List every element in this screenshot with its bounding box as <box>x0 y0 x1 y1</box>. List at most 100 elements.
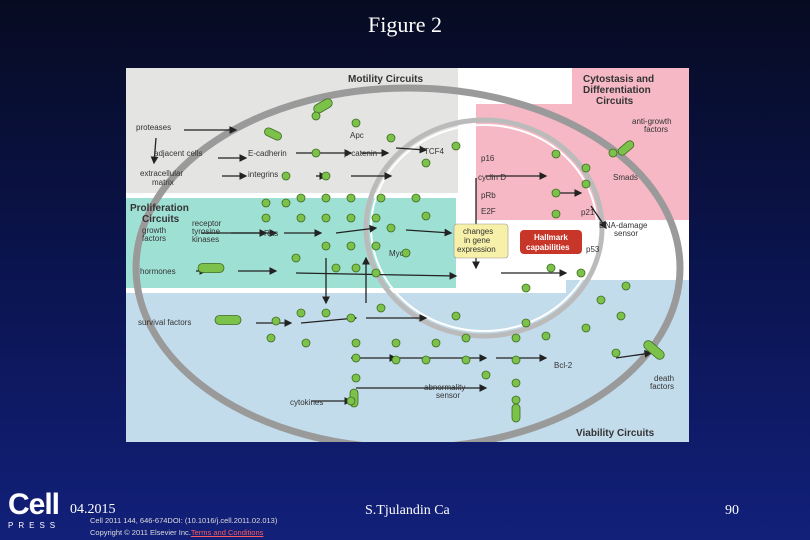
label-cyclin-d: cyclin D <box>478 173 506 182</box>
protein-node-31 <box>551 149 561 159</box>
protein-node-6 <box>386 133 396 143</box>
label-hallmark: Hallmark <box>534 233 568 242</box>
protein-node-43 <box>296 308 306 318</box>
protein-node-55 <box>616 311 626 321</box>
protein-node-3 <box>311 148 321 158</box>
protein-node-20 <box>371 213 381 223</box>
viability-circuits-title: Viability Circuits <box>576 428 655 439</box>
label-sensor: sensor <box>614 229 638 238</box>
protein-node-33 <box>608 148 618 158</box>
label-prb: pRb <box>481 191 496 200</box>
protein-node-64 <box>481 370 491 380</box>
receptor-capsule-6 <box>643 340 665 360</box>
protein-node-16 <box>261 213 271 223</box>
protein-node-8 <box>451 141 461 151</box>
cell-press-logo: Cell PRESS <box>8 488 68 531</box>
cytostasis-title-line1: Cytostasis and <box>583 74 654 85</box>
slide-date: 04.2015 <box>70 502 116 517</box>
protein-node-52 <box>461 333 471 343</box>
protein-node-65 <box>351 373 361 383</box>
protein-node-17 <box>296 213 306 223</box>
protein-node-19 <box>346 213 356 223</box>
label-expression: expression <box>457 245 496 254</box>
slide-author: S.Tjulandin Ca <box>365 503 450 518</box>
protein-node-61 <box>421 355 431 365</box>
proliferation-title-line1: Proliferation <box>130 203 189 214</box>
protein-node-66 <box>511 378 521 388</box>
protein-node-11 <box>296 193 306 203</box>
label-matrix: matrix <box>152 178 174 187</box>
protein-node-30 <box>371 268 381 278</box>
protein-node-37 <box>546 263 556 273</box>
receptor-capsule-1 <box>313 98 333 114</box>
receptor-capsule-3 <box>617 140 635 156</box>
label-kinases: kinases <box>192 235 219 244</box>
logo-cell-text: Cell <box>8 488 60 521</box>
receptor-capsule-4 <box>197 263 225 273</box>
label-capabilities: capabilities <box>526 243 570 252</box>
label-b-catenin: β-catenin <box>344 149 377 158</box>
label-tyrosine: tyrosine <box>192 227 221 236</box>
protein-node-57 <box>541 331 551 341</box>
protein-node-42 <box>271 316 281 326</box>
label-growth-factors: factors <box>142 234 166 243</box>
protein-node-48 <box>301 338 311 348</box>
label-e-cadherin: E-cadherin <box>248 149 287 158</box>
protein-node-59 <box>351 353 361 363</box>
protein-node-21 <box>421 211 431 221</box>
label-proteases: proteases <box>136 123 171 132</box>
citation-line2: Copyright © 2011 Elsevier Inc.Terms and … <box>90 527 277 539</box>
protein-node-69 <box>611 348 621 358</box>
protein-node-39 <box>621 281 631 291</box>
label-integrins: integrins <box>248 170 278 179</box>
protein-node-7 <box>421 158 431 168</box>
protein-node-46 <box>376 303 386 313</box>
proliferation-region <box>126 198 456 288</box>
label-changes: changes <box>463 227 493 236</box>
label-apc: Apc <box>350 131 364 140</box>
label-bcl2: Bcl-2 <box>554 361 573 370</box>
label-in-gene: in gene <box>464 236 491 245</box>
label-smads: Smads <box>613 173 638 182</box>
label-hormones: hormones <box>140 267 176 276</box>
protein-node-35 <box>581 179 591 189</box>
protein-node-24 <box>346 241 356 251</box>
receptor-capsule-8 <box>511 403 521 423</box>
protein-node-62 <box>461 355 471 365</box>
terms-and-conditions-link[interactable]: Terms and Conditions <box>190 528 264 537</box>
protein-node-15 <box>411 193 421 203</box>
protein-node-29 <box>401 248 411 258</box>
protein-node-67 <box>346 396 356 406</box>
protein-node-1 <box>311 111 321 121</box>
cytostasis-top-region <box>572 68 689 108</box>
protein-node-68 <box>511 395 521 405</box>
page-number: 90 <box>725 503 739 518</box>
protein-node-45 <box>346 313 356 323</box>
protein-node-32 <box>581 163 591 173</box>
label-tcf4: TCF4 <box>424 147 445 156</box>
motility-circuits-title: Motility Circuits <box>348 74 423 85</box>
protein-node-28 <box>351 263 361 273</box>
figure-image: Motility Circuits Cytostasis and Differe… <box>126 68 689 442</box>
protein-node-47 <box>266 333 276 343</box>
protein-node-23 <box>321 241 331 251</box>
receptor-capsule-2 <box>264 127 282 141</box>
cell-membrane <box>132 84 684 442</box>
protein-node-14 <box>376 193 386 203</box>
label-receptor: receptor <box>192 219 222 228</box>
protein-node-50 <box>391 338 401 348</box>
proliferation-title-line2: Circuits <box>142 214 180 225</box>
copyright-text: Copyright © 2011 Elsevier Inc. <box>90 528 191 537</box>
protein-node-2 <box>351 118 361 128</box>
protein-node-40 <box>521 283 531 293</box>
hallmark-capabilities-box <box>520 230 582 254</box>
protein-node-44 <box>321 308 331 318</box>
citation-line1: Cell 2011 144, 646-674DOI: (10.1016/j.ce… <box>90 516 278 525</box>
label-extracellular: extracellular <box>140 169 183 178</box>
protein-node-34 <box>551 209 561 219</box>
protein-node-12 <box>321 193 331 203</box>
label-p16: p16 <box>481 154 495 163</box>
changes-in-gene-expression-box <box>453 223 509 259</box>
protein-node-22 <box>386 223 396 233</box>
receptor-capsule-5 <box>214 315 242 325</box>
